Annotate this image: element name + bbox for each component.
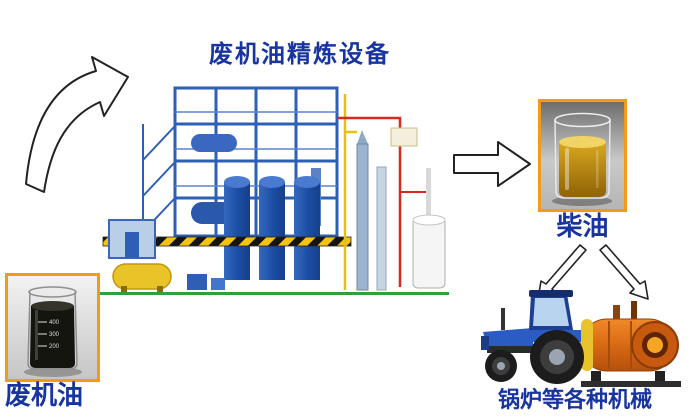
heat-exchanger-box [390, 127, 418, 147]
scrubber-columns [356, 130, 387, 291]
hazard-stripe-beam [102, 236, 352, 247]
refinery-plant-illustration [97, 86, 449, 295]
reactor-tanks [224, 176, 320, 280]
stairs [142, 124, 176, 236]
diesel-label: 柴油 [556, 211, 609, 241]
diesel-beaker-icon [541, 102, 624, 209]
waste-oil-beaker-icon: 400 300 200 [8, 276, 97, 379]
graduation-300: 300 [49, 332, 60, 338]
pump-unit [187, 274, 207, 290]
waste-oil-label: 废机油 [5, 380, 84, 410]
boiler-illustration [580, 301, 681, 387]
diagram-title: 废机油精炼设备 [209, 41, 391, 68]
graduation-200: 200 [49, 344, 60, 350]
yellow-horizontal-tank [112, 263, 172, 292]
waste-oil-photo: 400 300 200 [5, 273, 100, 382]
arrow-to-boiler-icon [599, 244, 649, 300]
side-shed [108, 219, 156, 259]
diesel-photo [538, 99, 627, 212]
horizontal-vessel-upper [191, 134, 237, 152]
machinery-label: 锅炉等各种机械 [497, 387, 652, 412]
output-arrow-icon [453, 141, 531, 187]
ground-line [97, 292, 449, 295]
graduation-400: 400 [49, 320, 60, 326]
pump-unit-small [211, 278, 225, 290]
white-tank [412, 168, 446, 289]
curved-input-arrow-icon [25, 56, 129, 193]
tractor-illustration [481, 290, 584, 384]
